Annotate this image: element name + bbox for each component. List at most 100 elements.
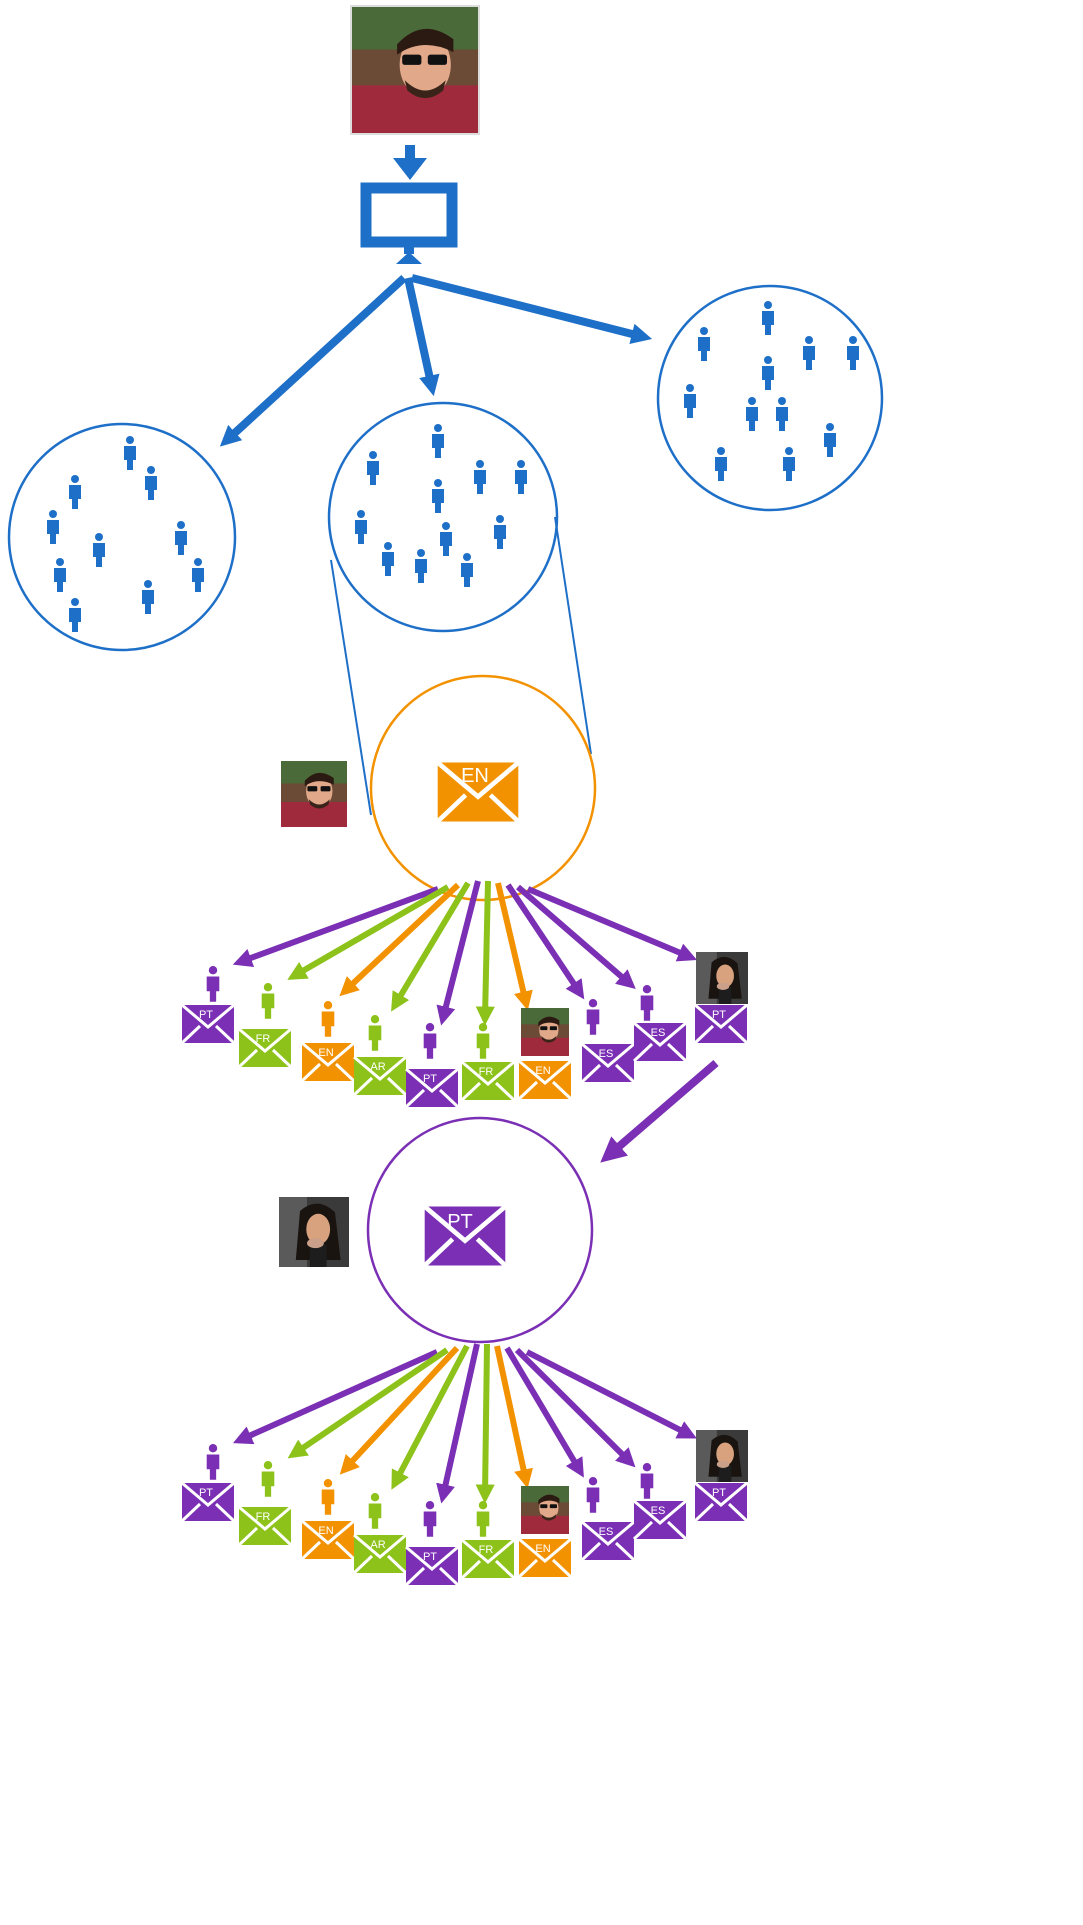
person-icon [762, 356, 774, 390]
person-icon [206, 966, 220, 1002]
person-icon [474, 460, 486, 494]
person-icon [432, 424, 444, 458]
person-icon [69, 598, 81, 632]
person-icon [175, 521, 187, 555]
distribution-arrow [504, 1346, 584, 1478]
envelope-lang-label: FR [479, 1544, 494, 1556]
author-photo [521, 1486, 569, 1534]
person-icon [69, 475, 81, 509]
person-icon [355, 510, 367, 544]
envelope-lang-label: FR [256, 1033, 271, 1045]
person-icon [321, 1479, 335, 1515]
person-icon [368, 1493, 382, 1529]
hub-pt-label: PT [447, 1211, 473, 1233]
person-icon [640, 1463, 654, 1499]
person-icon [515, 460, 527, 494]
broadcast-arrows [219, 274, 653, 447]
envelope-lang-label: EN [535, 1543, 550, 1555]
person-icon [93, 533, 105, 567]
envelope-lang-label: PT [712, 1487, 726, 1499]
distribution-arrow [514, 1347, 636, 1468]
distribution-arrow [494, 1345, 533, 1489]
person-icon [423, 1023, 437, 1059]
down-arrow-to-monitor [393, 145, 427, 180]
person-icon [824, 423, 836, 457]
zoom-connector [330, 516, 592, 816]
envelope-lang-label: PT [712, 1009, 726, 1021]
person-icon [776, 397, 788, 431]
distribution-arrow [287, 1347, 449, 1459]
envelope-lang-label: PT [423, 1551, 437, 1563]
person-icon [415, 549, 427, 583]
audience-group-left [7, 422, 237, 652]
reader-photo [696, 952, 748, 1004]
person-icon [206, 1444, 220, 1480]
person-icon [321, 1001, 335, 1037]
envelope-lang-label: ES [651, 1505, 666, 1517]
hub-en-label: EN [461, 765, 489, 787]
person-icon [192, 558, 204, 592]
person-icon [145, 466, 157, 500]
arrow-to-right-group [411, 274, 653, 345]
hub-en: EN [369, 674, 597, 902]
audience-group-right [656, 284, 884, 512]
person-icon [476, 1023, 490, 1059]
distribution-arrow [339, 1345, 460, 1475]
envelope-lang-label: AR [370, 1061, 385, 1073]
envelope-lang-label: FR [479, 1066, 494, 1078]
distribution-arrow [287, 884, 450, 980]
reader-photo [696, 1430, 748, 1482]
person-icon [494, 515, 506, 549]
distribution-arrow [232, 1349, 439, 1445]
person-icon [746, 397, 758, 431]
envelope-lang-label: FR [256, 1511, 271, 1523]
distribution-arrow [495, 882, 533, 1011]
person-icon [440, 522, 452, 556]
person-icon [47, 510, 59, 544]
distribution-arrow [525, 1349, 697, 1439]
person-icon [698, 327, 710, 361]
distribution-arrow [516, 884, 636, 990]
distribution-arrow [232, 886, 440, 968]
hub-pt: PT [366, 1116, 594, 1344]
envelope-lang-label: ES [599, 1048, 614, 1060]
row1-distribution-arrows [232, 880, 698, 1026]
distribution-arrow [391, 1344, 470, 1490]
envelope-lang-label: EN [318, 1047, 333, 1059]
reader-photo-pt [279, 1197, 349, 1267]
envelope-lang-label: ES [599, 1526, 614, 1538]
person-icon [367, 451, 379, 485]
person-icon [684, 384, 696, 418]
person-icon [54, 558, 66, 592]
person-icon [762, 301, 774, 335]
distribution-arrow [436, 880, 481, 1026]
person-icon [586, 1477, 600, 1513]
distribution-arrow [475, 880, 495, 1026]
arrow-to-hub-pt [600, 1059, 719, 1163]
arrow-to-left-group [219, 275, 407, 447]
monitor-icon [360, 182, 458, 264]
envelope-lang-label: PT [423, 1073, 437, 1085]
distribution-arrow [526, 886, 698, 962]
person-icon [640, 985, 654, 1021]
person-icon [476, 1501, 490, 1537]
person-icon [423, 1501, 437, 1537]
row2-distribution-arrows [232, 1343, 697, 1504]
envelope-lang-label: EN [318, 1525, 333, 1537]
person-icon [715, 447, 727, 481]
envelope-lang-label: PT [199, 1487, 213, 1499]
distribution-arrow [475, 1343, 495, 1504]
distribution-arrow [436, 1343, 480, 1504]
person-icon [432, 479, 444, 513]
author-photo-top [350, 5, 480, 135]
person-icon [803, 336, 815, 370]
person-icon [124, 436, 136, 470]
person-icon [142, 580, 154, 614]
person-icon [261, 1461, 275, 1497]
distribution-arrow [505, 883, 585, 1000]
author-photo-en [281, 761, 347, 827]
envelope-lang-label: PT [199, 1009, 213, 1021]
